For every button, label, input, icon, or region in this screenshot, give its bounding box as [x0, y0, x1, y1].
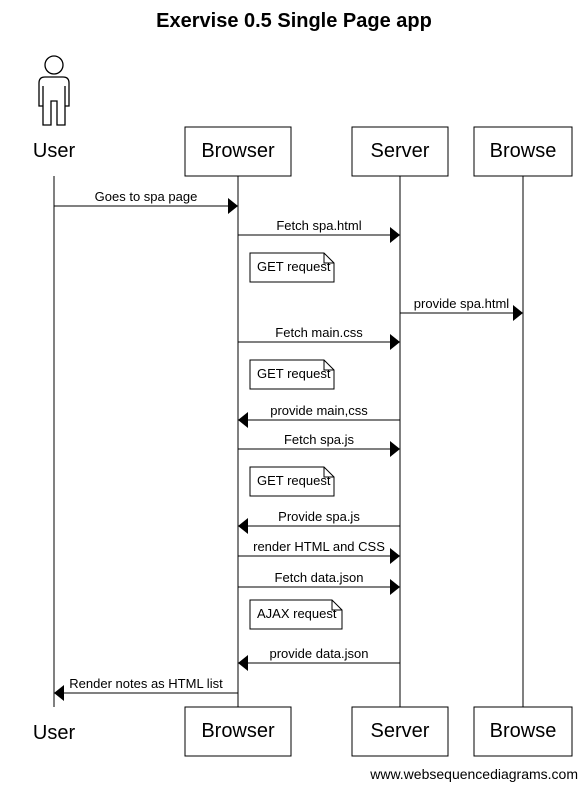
- participant-label-user-bottom: User: [33, 722, 76, 744]
- participant-label-browse-bottom: Browse: [490, 720, 557, 742]
- arrowhead-icon: [390, 579, 400, 595]
- participant-label-user-top: User: [33, 140, 76, 162]
- participant-label-server-bottom: Server: [371, 720, 430, 742]
- message-label: render HTML and CSS: [253, 539, 385, 554]
- participant-box-browse-bottom: [473, 706, 573, 757]
- note-text: AJAX request: [257, 606, 337, 621]
- participant-label-browser-top: Browser: [201, 140, 275, 162]
- participant-box-browser-bottom: [184, 706, 292, 757]
- participant-label-browser-bottom: Browser: [201, 720, 275, 742]
- message-label: Fetch main.css: [275, 325, 363, 340]
- note-fold: [331, 600, 342, 611]
- actor-figure-icon: [38, 55, 70, 126]
- arrowhead-icon: [390, 227, 400, 243]
- note-fold: [323, 467, 334, 478]
- message-label: provide main,css: [270, 403, 368, 418]
- note-fold: [323, 360, 334, 371]
- message-label: Provide spa.js: [278, 509, 360, 524]
- participant-box-browser-top: [184, 126, 292, 177]
- arrowhead-icon: [513, 305, 523, 321]
- message-label: provide spa.html: [414, 296, 509, 311]
- participant-label-server-top: Server: [371, 140, 430, 162]
- note-text: GET request: [257, 366, 331, 381]
- message-label: provide data.json: [269, 646, 368, 661]
- note-box: [249, 359, 335, 390]
- arrowhead-icon: [390, 334, 400, 350]
- arrowhead-icon: [238, 518, 248, 534]
- message-label: Fetch spa.js: [284, 432, 355, 447]
- participant-box-server-bottom: [351, 706, 449, 757]
- message-label: Fetch data.json: [275, 570, 364, 585]
- participant-box-browse-top: [473, 126, 573, 177]
- arrowhead-icon: [228, 198, 238, 214]
- note-box: [249, 466, 335, 497]
- note-box: [249, 252, 335, 283]
- diagram-title: Exervise 0.5 Single Page app: [156, 10, 432, 32]
- message-label: Fetch spa.html: [276, 218, 361, 233]
- participant-label-browse-top: Browse: [490, 140, 557, 162]
- arrowhead-icon: [238, 655, 248, 671]
- arrowhead-icon: [390, 441, 400, 457]
- arrowhead-icon: [238, 412, 248, 428]
- participant-box-server-top: [351, 126, 449, 177]
- message-label: Render notes as HTML list: [69, 676, 223, 691]
- arrowhead-icon: [390, 548, 400, 564]
- note-box: [249, 599, 343, 630]
- note-text: GET request: [257, 259, 331, 274]
- arrowhead-icon: [54, 685, 64, 701]
- note-fold: [323, 253, 334, 264]
- footer-credit: www.websequencediagrams.com: [370, 766, 578, 782]
- note-text: GET request: [257, 473, 331, 488]
- message-label: Goes to spa page: [95, 189, 198, 204]
